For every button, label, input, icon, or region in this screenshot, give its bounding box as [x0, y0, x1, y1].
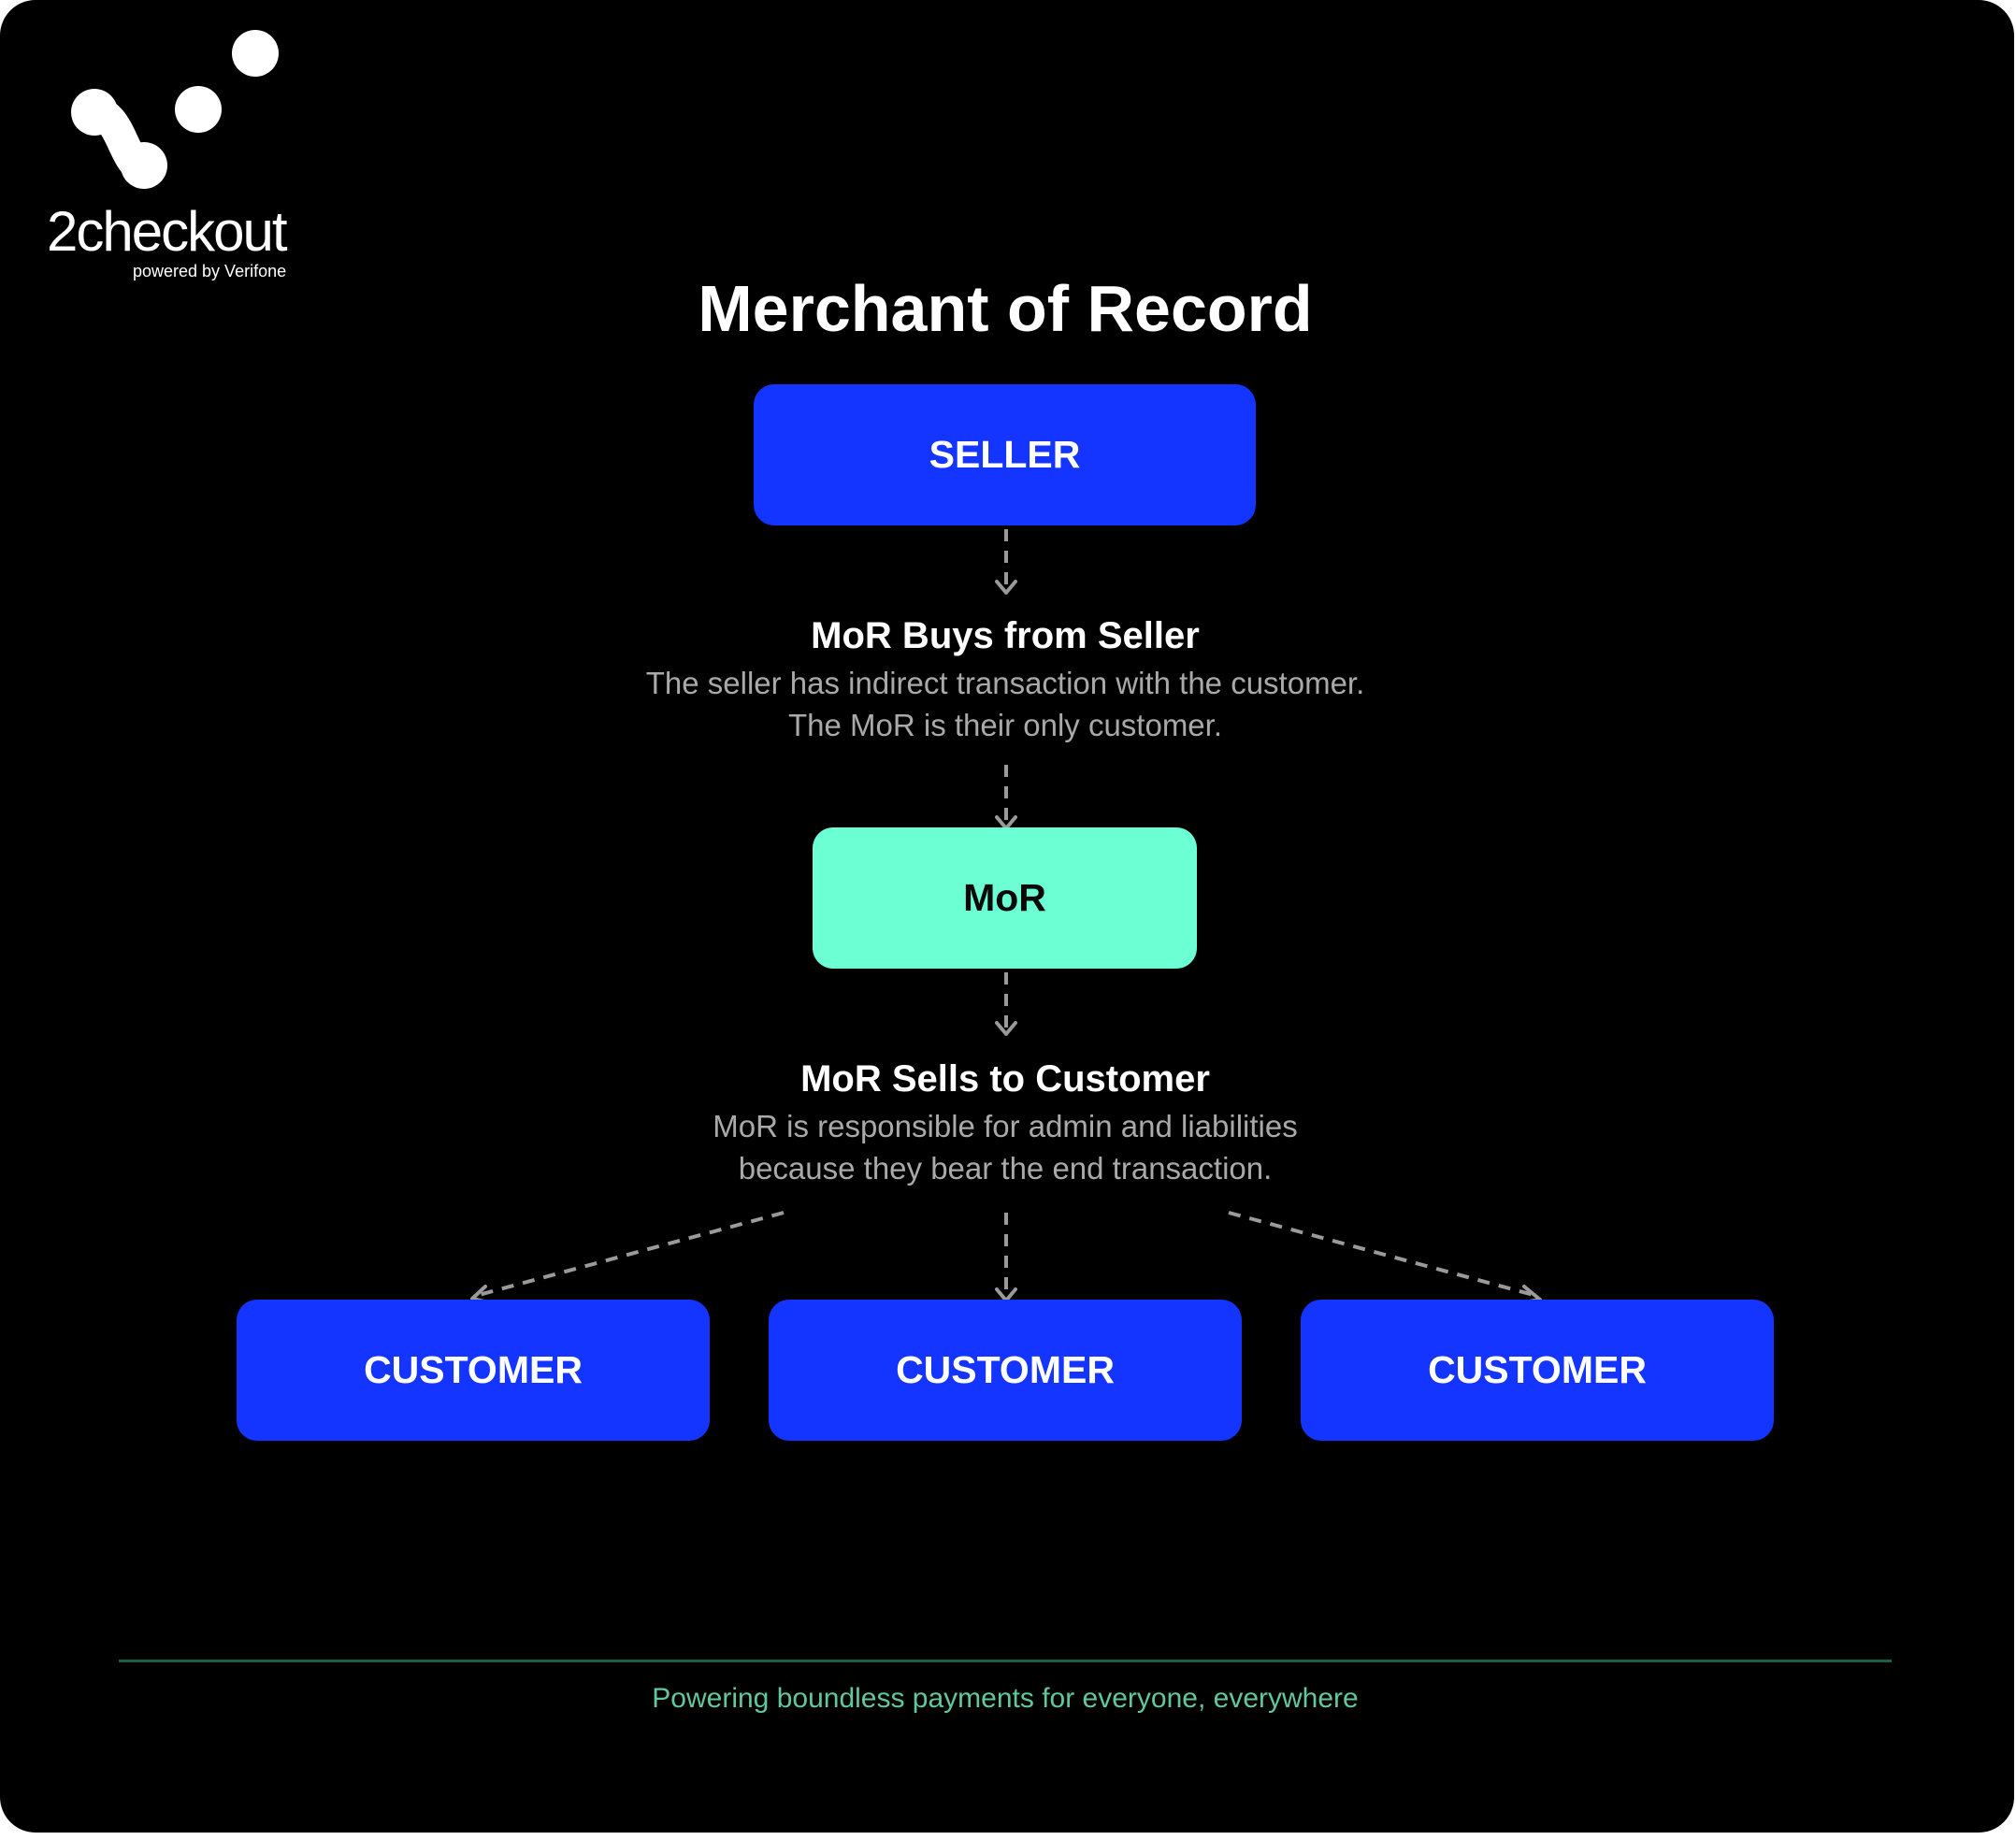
- seller-node: SELLER: [754, 384, 1256, 525]
- step-buys-description: The seller has indirect transaction with…: [0, 662, 2010, 746]
- diagram-title: Merchant of Record: [698, 272, 1313, 345]
- footer-divider: [119, 1660, 1892, 1662]
- customer-node: CUSTOMER: [237, 1300, 710, 1441]
- arrow-sells-to-customer-left: [478, 1211, 785, 1297]
- step-sells-description: MoR is responsible for admin and liabili…: [0, 1105, 2010, 1189]
- step-buys-line: The seller has indirect transaction with…: [645, 666, 1365, 700]
- arrowhead-1: [995, 580, 1017, 595]
- step-sells-heading: MoR Sells to Customer: [800, 1058, 1210, 1100]
- customer-node: CUSTOMER: [1301, 1300, 1774, 1441]
- step-mor-sells: MoR Sells to Customer MoR is responsible…: [0, 1057, 2010, 1189]
- arrowhead-3: [995, 1021, 1017, 1036]
- step-buys-line: The MoR is their only customer.: [788, 708, 1222, 742]
- 2checkout-dots-logo-icon: [71, 30, 279, 189]
- brand-tagline: powered by Verifone: [133, 262, 287, 280]
- customer-node: CUSTOMER: [769, 1300, 1242, 1441]
- footer-tagline: Powering boundless payments for everyone…: [652, 1683, 1359, 1714]
- step-buys-heading: MoR Buys from Seller: [811, 615, 1200, 656]
- arrow-sells-to-customer-right: [1228, 1211, 1534, 1297]
- brand-logo: 2checkout powered by Verifone: [37, 26, 318, 288]
- brand-name: 2checkout: [47, 200, 288, 263]
- step-mor-buys: MoR Buys from Seller The seller has indi…: [0, 613, 2010, 746]
- mor-node: MoR: [813, 827, 1197, 969]
- step-sells-line: because they bear the end transaction.: [738, 1151, 1273, 1186]
- step-sells-line: MoR is responsible for admin and liabili…: [713, 1109, 1298, 1143]
